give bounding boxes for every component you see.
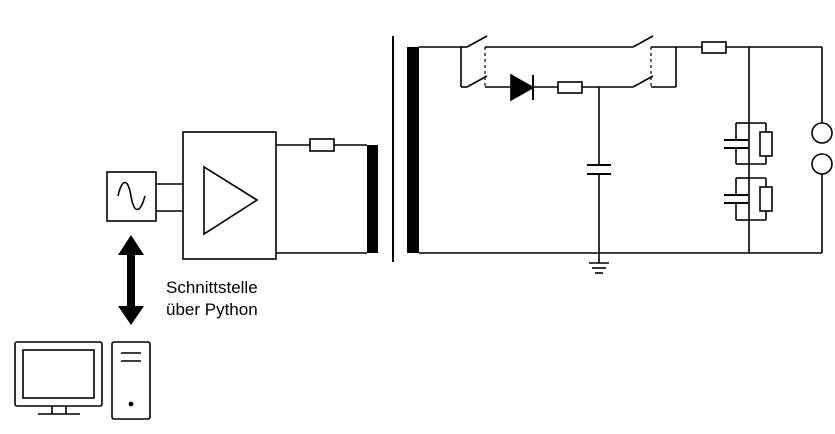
amplifier-icon (182, 131, 277, 260)
diode-icon (510, 73, 535, 102)
switch-icon (466, 35, 488, 48)
terminal-icon (811, 153, 833, 175)
resistor-icon (557, 81, 583, 94)
monitor-icon (14, 341, 103, 415)
ground-icon (589, 253, 609, 274)
rc-stage-upper (724, 122, 773, 165)
bidirectional-arrow-icon (118, 235, 144, 325)
function-generator-icon (106, 171, 157, 222)
switch-icon (632, 35, 654, 48)
interface-label-line2: über Python (166, 300, 258, 319)
resistor-icon (759, 186, 773, 212)
rc-stage-lower (724, 177, 773, 221)
interface-label-line1: Schnittstelle (166, 278, 258, 297)
output-resistor-icon (309, 138, 335, 152)
amplifier-output-wiring (276, 138, 367, 254)
switch-icon (632, 75, 654, 88)
resistor-icon (701, 41, 727, 54)
capacitor-icon (587, 164, 611, 175)
switch-icon (466, 75, 488, 88)
resistor-icon (759, 131, 773, 157)
pc-tower-icon (111, 341, 151, 420)
generator-amplifier-link (156, 183, 183, 212)
terminal-icon (811, 122, 833, 144)
transformer-icon (367, 36, 419, 262)
secondary-circuit (419, 35, 833, 274)
interface-label: Schnittstelle über Python (166, 277, 258, 321)
